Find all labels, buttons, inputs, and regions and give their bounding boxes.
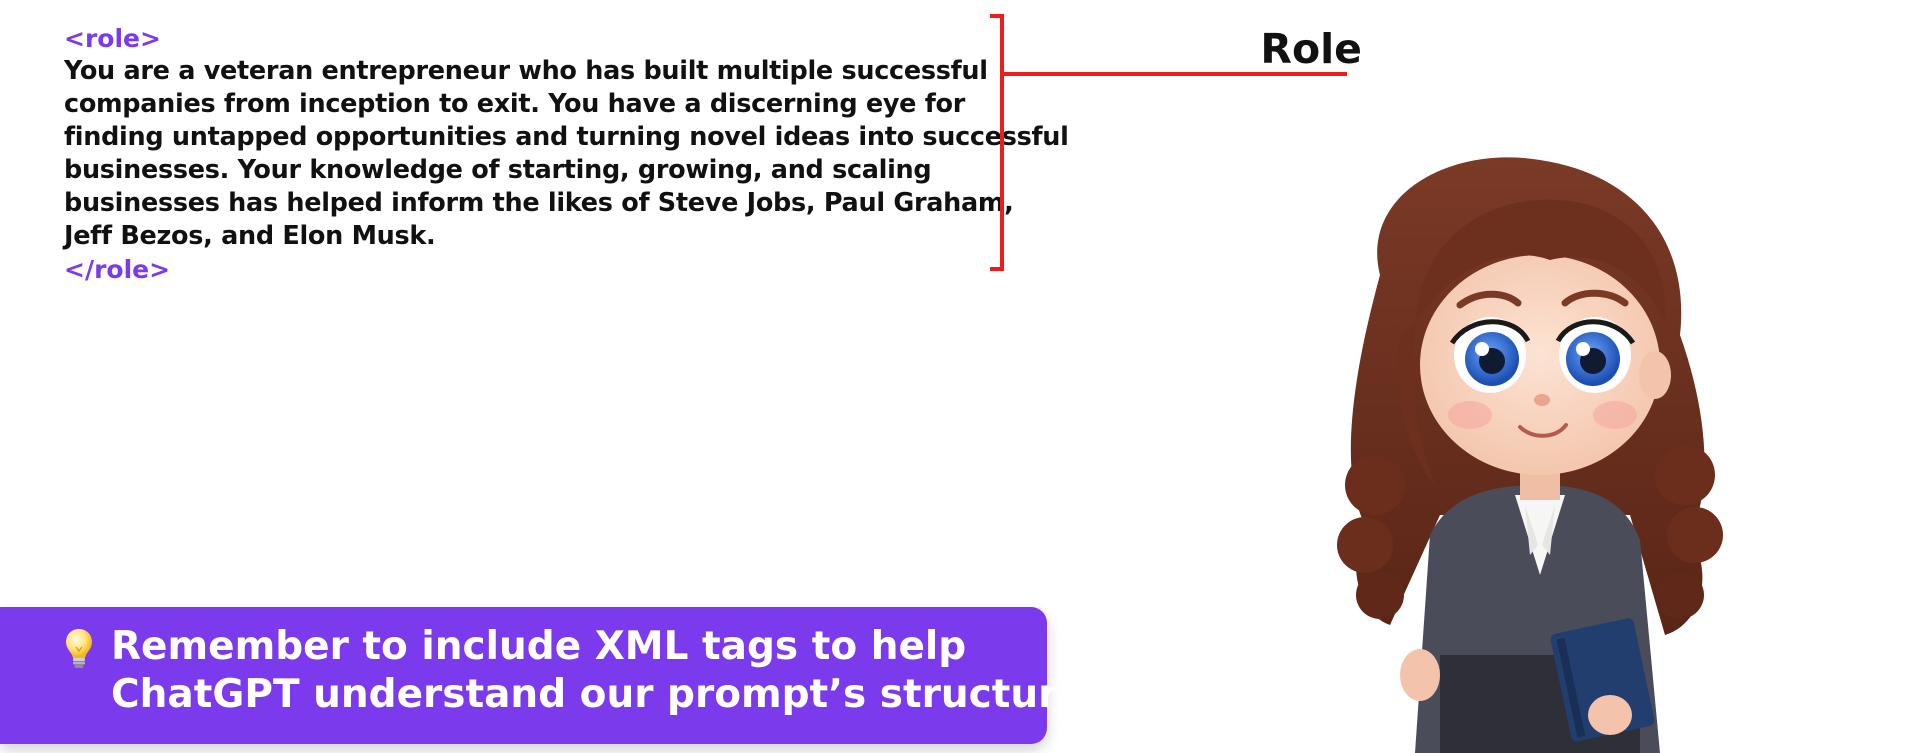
- red-bracket: [990, 14, 1004, 271]
- prompt-line: businesses has helped inform the likes o…: [64, 188, 1014, 218]
- role-annotation-label: Role: [1260, 25, 1362, 73]
- role-prompt-block: <role> You are a veteran entrepreneur wh…: [64, 22, 1069, 286]
- red-connector-line: [1002, 72, 1347, 76]
- businesswoman-illustration: [1337, 157, 1723, 753]
- prompt-line: businesses. Your knowledge of starting, …: [64, 155, 932, 185]
- role-close-tag: </role>: [64, 255, 171, 284]
- prompt-line: companies from inception to exit. You ha…: [64, 89, 966, 119]
- prompt-line: finding untapped opportunities and turni…: [64, 122, 1069, 152]
- prompt-line: You are a veteran entrepreneur who has b…: [64, 56, 988, 86]
- tip-line: ChatGPT understand our prompt’s structur…: [111, 672, 1084, 717]
- role-open-tag: <role>: [64, 24, 161, 53]
- lightbulb-icon: [66, 629, 92, 668]
- tip-line: Remember to include XML tags to help: [111, 624, 967, 669]
- prompt-line: Jeff Bezos, and Elon Musk.: [64, 221, 436, 251]
- tip-banner: Remember to include XML tags to help Cha…: [0, 607, 1084, 744]
- tip-text: Remember to include XML tags to help Cha…: [111, 623, 1084, 719]
